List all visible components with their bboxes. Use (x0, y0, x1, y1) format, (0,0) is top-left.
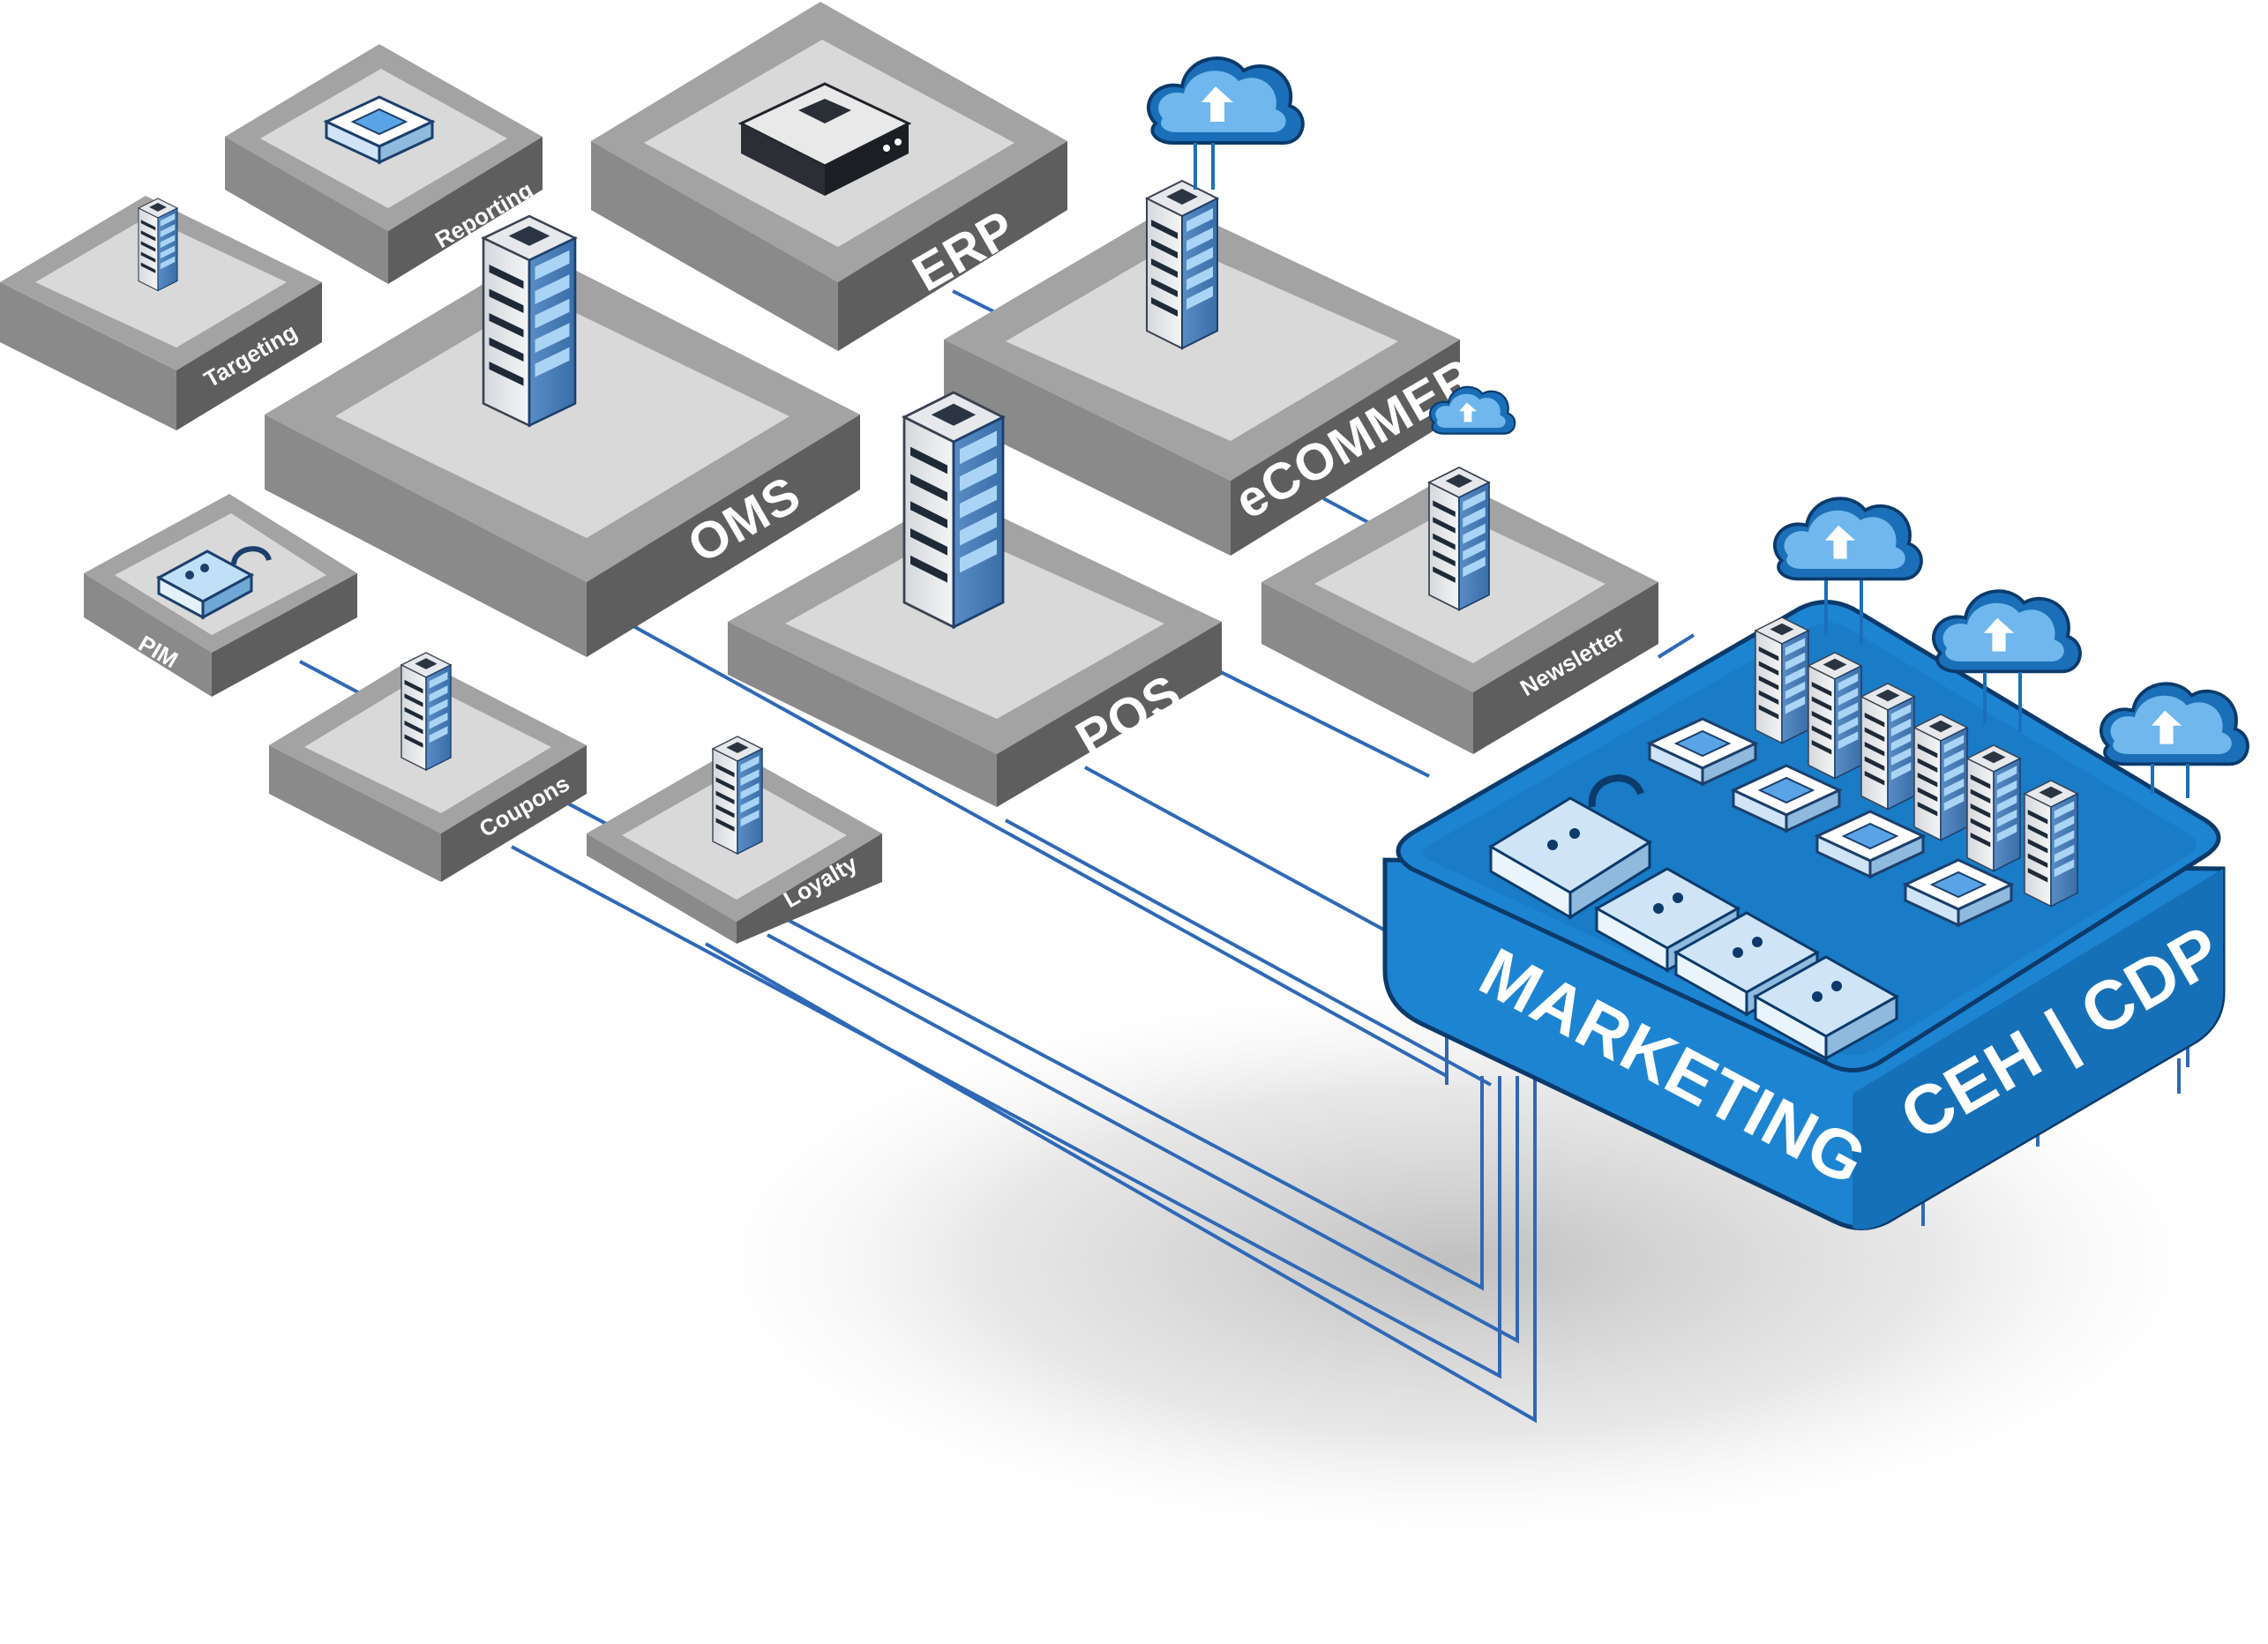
hub-cloud-3 (2099, 682, 2249, 766)
platform-newsletter: Newsletter (1261, 385, 1658, 754)
hub-tower-2 (1808, 652, 1862, 780)
hub-device-3 (1752, 955, 1900, 1061)
hub-cloud-2 (1931, 589, 2082, 674)
hub-tower-6 (2024, 780, 2078, 908)
hub-tower-1 (1755, 616, 1809, 744)
platform-erp: ERP (591, 2, 1067, 351)
platform-pim: PIM (84, 494, 357, 697)
platform-targeting: Targeting (0, 196, 322, 430)
connector-pos (1216, 669, 1430, 778)
platform-oms: OMS (265, 214, 860, 657)
platform-coupons: Coupons (269, 652, 587, 882)
marketing-hub: MARKETING CEH | CDP (1382, 497, 2249, 1230)
router-icon (737, 82, 912, 196)
connector-loyalty-1 (767, 933, 1519, 1344)
hub-tower-4 (1913, 714, 1968, 841)
connector-newsletter (1657, 633, 1695, 659)
connector-loyalty-2 (705, 942, 1537, 1424)
lock-icon (155, 546, 272, 620)
platform-reporting: Reporting (225, 44, 543, 284)
platform-ecommerce: eCOMMERCE (944, 56, 1549, 556)
hub-tower-5 (1966, 744, 2021, 872)
hub-tower-3 (1860, 683, 1915, 811)
connector-pos-3 (1005, 818, 1492, 1087)
lock-device (1488, 774, 1652, 920)
hub-cloud-1 (1772, 497, 1923, 581)
platform-loyalty: Loyalty (587, 736, 882, 944)
cloud-icon (1146, 56, 1305, 145)
